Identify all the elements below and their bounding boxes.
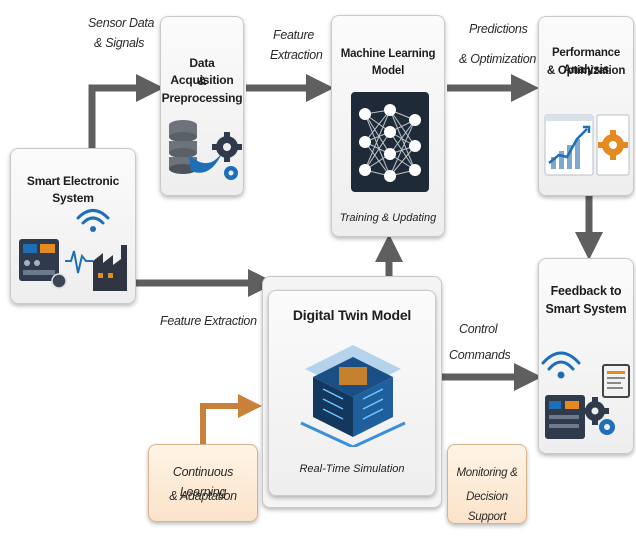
box-feedback-smart-system: Feedback to Smart System	[538, 258, 634, 454]
box-title: Machine Learning Model	[340, 48, 436, 77]
label-optimization: & Optimization	[459, 52, 537, 66]
box-title-line1: Performance Analysis	[551, 47, 621, 76]
box-title-line2: & Optimization	[546, 65, 626, 77]
box-title: Digital Twin Model	[292, 307, 412, 323]
box-machine-learning-model: Machine Learning Model Training & Updati…	[331, 15, 445, 237]
box-text-line1: Continuous Learning	[172, 465, 234, 499]
box-text-line1: Monitoring &	[456, 467, 518, 479]
analytics-chart-icon	[544, 114, 630, 176]
box-title-line1: Feedback to	[550, 284, 622, 298]
box-digital-twin-model: Digital Twin Model Real-Time Simulation	[268, 290, 436, 496]
box-subtitle: Real-Time Simulation	[299, 463, 405, 475]
label-extraction: Extraction	[270, 48, 323, 62]
feedback-device-icon	[541, 351, 630, 439]
label-sensor-data: Sensor Data	[88, 16, 155, 30]
box-title-line1: Data Acquisition	[170, 56, 234, 87]
box-monitoring-decision: Monitoring & Decision Support	[447, 444, 527, 524]
box-title-line2: & Preprocessing	[161, 74, 243, 105]
box-title: Smart Electronic System	[26, 174, 120, 205]
label-feature: Feature	[273, 28, 314, 42]
label-signals: & Signals	[94, 36, 145, 50]
neural-network-icon	[359, 104, 421, 182]
label-commands: Commands	[449, 348, 511, 362]
box-performance-analysis: Performance Analysis & Optimization	[538, 16, 634, 196]
electronics-factory-icon	[19, 209, 127, 291]
label-control: Control	[459, 322, 498, 336]
box-data-acquisition: Data Acquisition & Preprocessing	[160, 16, 244, 196]
box-text-line2: & Adaptation	[169, 489, 237, 503]
box-subtitle: Training & Updating	[339, 212, 437, 224]
arrow-sensor-data	[88, 74, 164, 150]
box-continuous-learning: Continuous Learning & Adaptation	[148, 444, 258, 522]
box-text-line2: Decision Support	[466, 491, 508, 523]
database-gear-icon	[169, 120, 242, 180]
label-feature-extraction: Feature Extraction	[160, 314, 257, 328]
arrow-continuous-learning	[200, 394, 262, 448]
label-predictions: Predictions	[469, 22, 528, 36]
box-smart-electronic-system: Smart Electronic System	[10, 148, 136, 304]
box-title-line2: Smart System	[545, 302, 627, 316]
simulation-cube-icon	[300, 345, 406, 447]
